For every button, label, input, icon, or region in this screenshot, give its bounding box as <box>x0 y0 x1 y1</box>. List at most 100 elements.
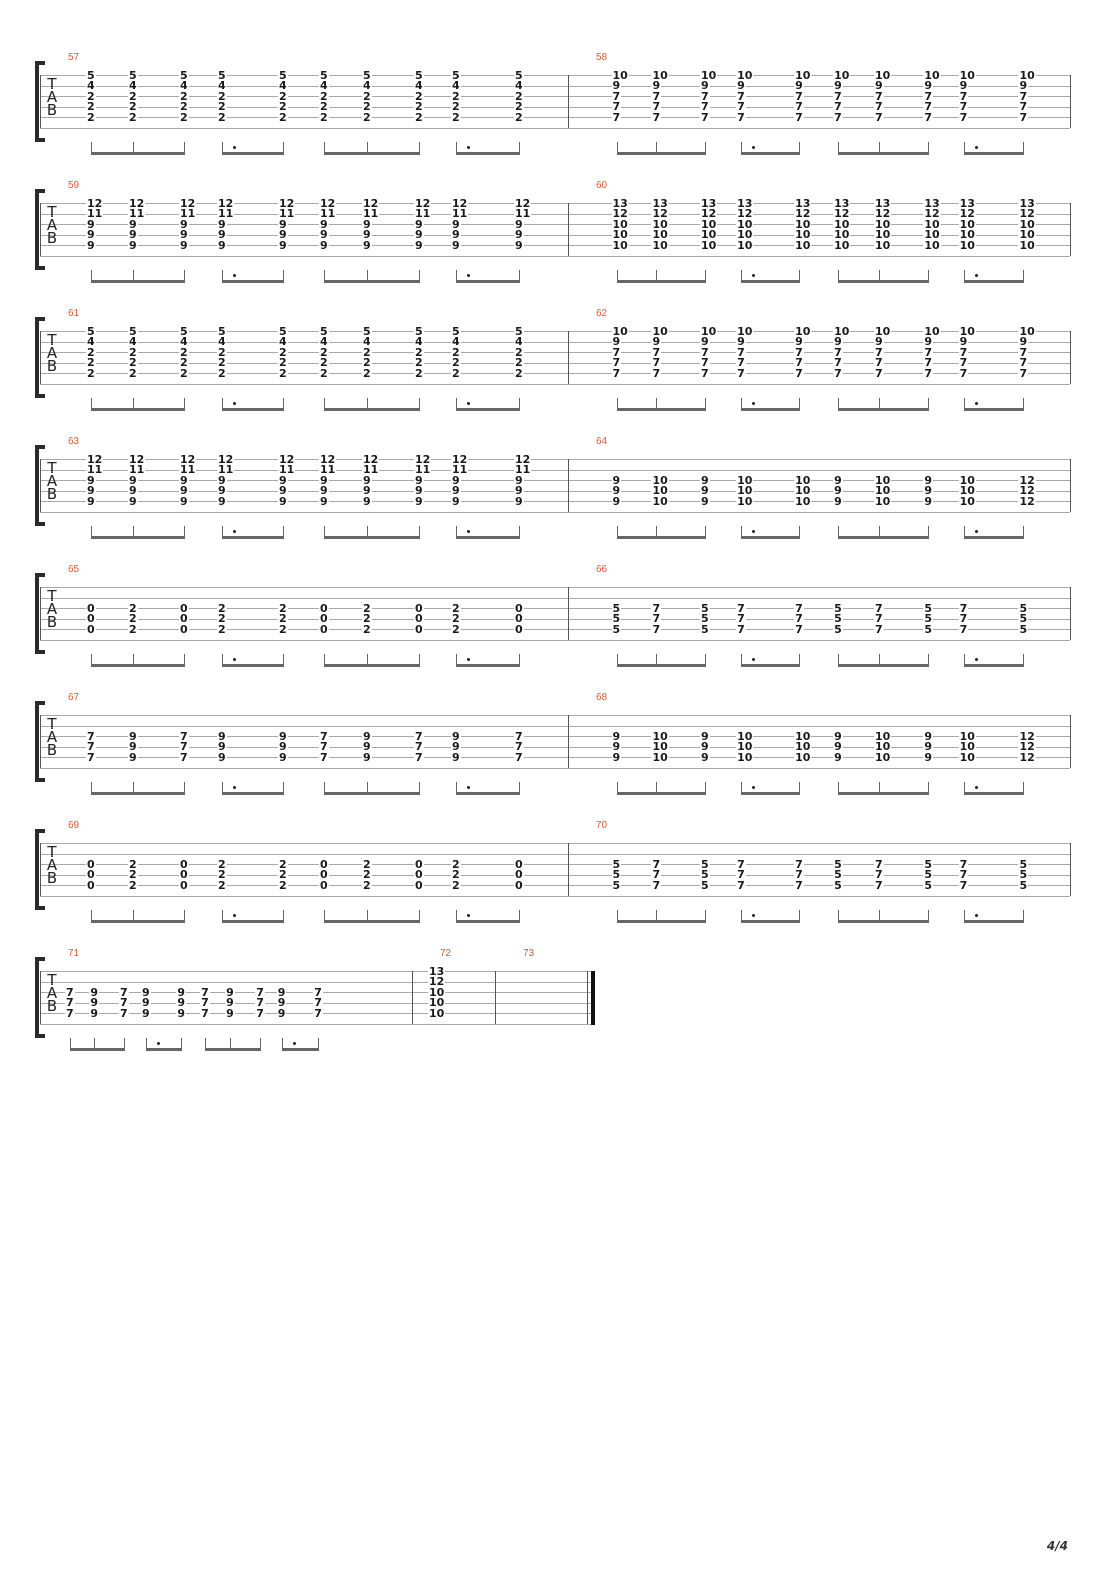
beam <box>838 535 930 539</box>
fret-number: 9 <box>140 996 151 1009</box>
fret-number: 9 <box>225 996 235 1009</box>
fret-number: 2 <box>217 622 227 636</box>
note-stem <box>963 781 965 794</box>
fret-number: 10 <box>873 238 892 252</box>
final-barline-thin <box>587 971 588 1024</box>
fret-number: 2 <box>414 89 424 103</box>
fret-number: 9 <box>217 729 227 743</box>
fret-number: 9 <box>362 217 372 231</box>
note-stem <box>656 909 658 922</box>
fret-number: 10 <box>958 228 976 241</box>
note-stem <box>456 141 457 154</box>
fret-number: 10 <box>958 217 976 231</box>
rhythm-dot <box>974 529 978 533</box>
note-stem <box>456 909 457 922</box>
fret-number: 5 <box>128 68 138 82</box>
fret-number: 0 <box>319 857 329 871</box>
fret-number: 9 <box>362 729 372 743</box>
fret-number: 2 <box>451 356 461 369</box>
fret-number: 9 <box>611 79 622 92</box>
fret-number: 11 <box>217 207 235 220</box>
fret-number: 9 <box>611 750 622 764</box>
note-stem <box>616 653 618 666</box>
fret-number: 2 <box>414 356 424 369</box>
fret-number: 9 <box>923 335 934 348</box>
beam <box>741 279 801 283</box>
note-stem <box>704 525 706 538</box>
fret-number: 10 <box>736 324 754 338</box>
fret-number: 9 <box>611 484 622 497</box>
fret-number: 10 <box>428 996 446 1009</box>
fret-number: 11 <box>86 463 104 476</box>
tab-staff-line <box>40 331 1070 332</box>
fret-number: 9 <box>176 1006 187 1020</box>
fret-number: 12 <box>1018 473 1036 487</box>
fret-number: 10 <box>794 740 812 753</box>
fret-number: 2 <box>179 100 189 113</box>
fret-number: 7 <box>958 110 969 124</box>
barline-start <box>40 587 41 640</box>
fret-number: 7 <box>200 985 210 999</box>
fret-number: 9 <box>176 996 187 1009</box>
fret-number: 0 <box>319 622 329 636</box>
bracket-bottom-cap <box>35 137 45 142</box>
note-stem <box>456 653 457 666</box>
fret-number: 9 <box>276 996 287 1009</box>
beam <box>324 279 420 283</box>
fret-number: 11 <box>514 207 532 220</box>
beam <box>838 663 930 667</box>
fret-number: 7 <box>179 729 189 743</box>
fret-number: 10 <box>611 68 629 82</box>
fret-number: 12 <box>451 196 469 210</box>
fret-number: 10 <box>736 484 754 497</box>
beam <box>616 919 706 923</box>
fret-number: 4 <box>86 335 96 348</box>
note-stem <box>878 141 880 154</box>
note-stem <box>616 781 618 794</box>
note-stem <box>456 525 457 538</box>
fret-number: 9 <box>699 729 710 743</box>
note-stem <box>656 269 658 282</box>
fret-number: 7 <box>923 89 934 103</box>
note-stem <box>928 525 930 538</box>
beam <box>91 279 185 283</box>
fret-number: 7 <box>736 356 746 369</box>
tab-staff-line <box>40 107 1070 108</box>
bracket-bottom-cap <box>35 905 45 910</box>
fret-number: 9 <box>923 79 934 92</box>
fret-number: 4 <box>319 335 329 348</box>
fret-number: 9 <box>1018 335 1029 348</box>
tab-staff-line <box>40 203 1070 204</box>
beam <box>324 407 420 411</box>
tab-clef-letter: T <box>47 203 57 221</box>
beam <box>91 919 185 923</box>
fret-number: 9 <box>514 484 524 497</box>
tab-staff-line <box>40 768 1070 769</box>
tab-staff-line <box>40 214 1070 215</box>
tab-clef-letter: A <box>46 856 58 874</box>
fret-number: 4 <box>414 79 424 92</box>
beam <box>456 663 520 667</box>
fret-number: 2 <box>278 601 288 615</box>
fret-number: 11 <box>514 463 532 476</box>
note-stem <box>283 653 284 666</box>
note-stem <box>133 141 134 154</box>
fret-number: 9 <box>736 335 746 348</box>
note-stem <box>928 397 930 410</box>
fret-number: 7 <box>736 857 746 871</box>
fret-number: 9 <box>451 750 461 764</box>
fret-number: 2 <box>217 356 227 369</box>
beam <box>616 407 706 411</box>
note-stem <box>1023 397 1025 410</box>
beam <box>741 663 801 667</box>
tab-clef-letter: B <box>46 101 58 119</box>
fret-number: 12 <box>1018 740 1036 753</box>
fret-number: 5 <box>1018 868 1029 881</box>
fret-number: 9 <box>179 494 189 508</box>
fret-number: 13 <box>958 196 976 210</box>
beam <box>616 151 706 155</box>
fret-number: 10 <box>958 473 976 487</box>
note-stem <box>838 909 840 922</box>
fret-number: 9 <box>923 494 934 508</box>
fret-number: 11 <box>128 207 146 220</box>
